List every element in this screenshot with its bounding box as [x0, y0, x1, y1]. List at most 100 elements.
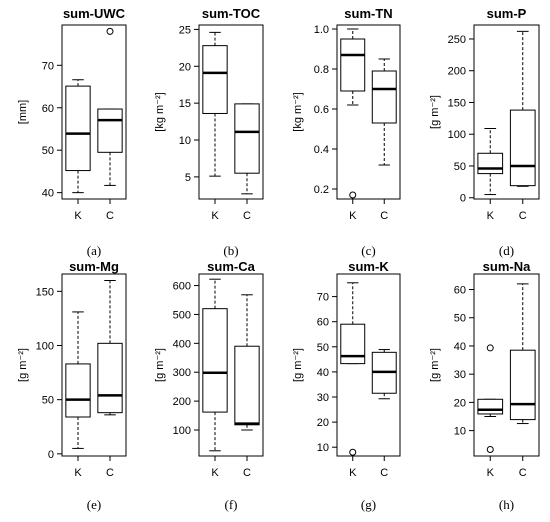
iqr-box	[509, 109, 536, 187]
box-C	[234, 103, 260, 195]
plot-frame	[198, 24, 264, 200]
outlier-point	[349, 191, 357, 199]
iqr-box	[477, 398, 504, 415]
y-tick-label: 30	[317, 392, 329, 404]
iqr-box	[65, 363, 91, 418]
iqr-box	[202, 308, 228, 413]
chart-title: sum-K	[348, 259, 389, 274]
y-tick-label: 20	[317, 417, 329, 429]
y-tick-label: 0.2	[314, 184, 329, 196]
x-tick-label: K	[74, 467, 82, 479]
box-C	[234, 294, 260, 431]
y-tick-label: 600	[173, 281, 191, 293]
x-tick-label: C	[519, 467, 527, 479]
panel-caption: (c)	[361, 243, 375, 258]
chart-title: sum-TOC	[202, 6, 261, 21]
x-tick-label: K	[487, 467, 495, 479]
y-tick-label: 250	[448, 34, 466, 46]
iqr-box	[340, 323, 366, 365]
y-tick-label: 0.8	[314, 64, 329, 76]
y-tick-label: 5	[185, 172, 191, 184]
x-tick-label: K	[74, 210, 82, 222]
x-tick-label: C	[243, 210, 251, 222]
y-tick-label: 300	[173, 367, 191, 379]
box-C	[97, 280, 123, 416]
y-tick-label: 60	[42, 103, 54, 115]
plot-frame	[61, 24, 127, 200]
outlier-point	[486, 344, 494, 352]
iqr-box	[234, 345, 260, 426]
box-K	[202, 31, 228, 177]
x-tick-label: C	[519, 210, 527, 222]
y-tick-label: 15	[179, 98, 191, 110]
iqr-box	[340, 38, 366, 92]
y-tick-label: 10	[317, 442, 329, 454]
x-tick-label: C	[106, 467, 114, 479]
y-tick-label: 400	[173, 338, 191, 350]
y-tick-label: 40	[42, 188, 54, 200]
y-tick-label: 20	[454, 397, 466, 409]
box-C	[509, 30, 536, 187]
y-axis-label: [g m⁻²]	[429, 348, 441, 382]
box-K	[340, 282, 366, 456]
y-tick-label: 150	[448, 97, 466, 109]
y-tick-label: 100	[448, 129, 466, 141]
y-tick-label: 200	[448, 66, 466, 78]
panel-caption: (a)	[87, 243, 101, 258]
box-K	[65, 79, 91, 194]
chart-title: sum-UWC	[63, 6, 126, 21]
y-axis-label: [g m⁻²]	[154, 348, 166, 382]
box-C	[509, 283, 536, 425]
y-tick-label: 50	[317, 342, 329, 354]
y-tick-label: 150	[36, 286, 54, 298]
y-tick-label: 70	[42, 60, 54, 72]
chart-title: sum-Na	[483, 259, 531, 274]
box-C	[371, 58, 397, 166]
y-axis-label: [kg m⁻²]	[292, 92, 304, 131]
x-tick-label: C	[380, 210, 388, 222]
iqr-box	[65, 85, 91, 172]
outlier-point	[349, 448, 357, 456]
plot-frame	[198, 273, 264, 457]
y-axis-label: [g m⁻²]	[429, 95, 441, 129]
iqr-box	[477, 152, 504, 175]
iqr-box	[371, 70, 397, 124]
panel-caption: (g)	[361, 497, 376, 512]
plot-frame	[473, 273, 540, 457]
x-tick-label: K	[349, 210, 357, 222]
iqr-box	[509, 349, 536, 421]
y-tick-label: 50	[42, 395, 54, 407]
y-tick-label: 40	[317, 367, 329, 379]
box-C	[97, 27, 123, 186]
y-tick-label: 50	[454, 313, 466, 325]
x-tick-label: K	[211, 210, 219, 222]
y-tick-label: 500	[173, 309, 191, 321]
chart-title: sum-P	[487, 6, 527, 21]
outlier-point	[486, 446, 494, 454]
iqr-box	[97, 342, 123, 414]
box-K	[65, 311, 91, 449]
outlier-point	[106, 27, 114, 35]
iqr-box	[202, 45, 228, 114]
plot-frame	[473, 24, 540, 200]
plot-frame	[336, 24, 401, 200]
x-tick-label: C	[380, 467, 388, 479]
y-tick-label: 50	[454, 161, 466, 173]
box-K	[477, 128, 504, 196]
box-K	[477, 344, 504, 454]
y-tick-label: 10	[179, 135, 191, 147]
y-tick-label: 25	[179, 24, 191, 36]
box-C	[371, 349, 397, 400]
y-tick-label: 20	[179, 61, 191, 73]
box-K	[202, 278, 228, 452]
iqr-box	[234, 103, 260, 174]
